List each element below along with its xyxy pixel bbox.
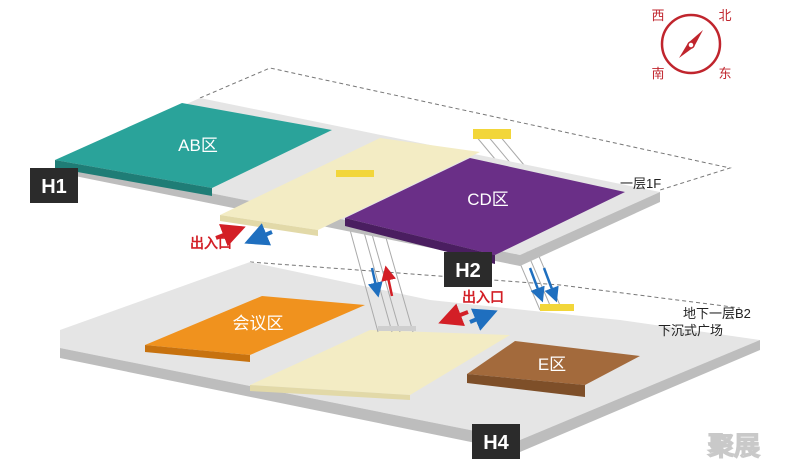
escalator-right-bottom xyxy=(540,304,574,311)
upper-entrance-out-arrow xyxy=(244,223,273,246)
cd-zone-label: CD区 xyxy=(467,190,509,209)
escalator-down-arrow-2 xyxy=(528,267,545,303)
upper-corridor-escalator-pad xyxy=(336,170,374,177)
lower-floor-label-1: 地下一层B2 xyxy=(683,306,751,321)
meeting-zone[interactable] xyxy=(145,296,365,355)
hall-h1-badge[interactable]: H1 xyxy=(30,168,78,203)
hall-h1-label: H1 xyxy=(41,176,67,198)
escalator-down-arrow-1 xyxy=(367,267,383,298)
meeting-zone-label: 会议区 xyxy=(233,314,284,333)
compass-south: 南 xyxy=(651,66,664,81)
lower-floor-label-2: 下沉式广场 xyxy=(658,323,723,338)
upper-floor: AB区 CD区 H1 H2 一层1F 出入口 xyxy=(30,67,732,287)
upper-floor-label: 一层1F xyxy=(620,176,661,191)
hall-h2-label: H2 xyxy=(455,260,481,282)
escalator-center-bottom xyxy=(378,326,416,331)
lower-floor: 会议区 E区 H4 地下一层B2 下沉式广场 出入口 xyxy=(60,261,760,459)
watermark: 聚展 xyxy=(707,431,760,461)
lower-corridor xyxy=(250,330,510,395)
upper-entrance-label: 出入口 xyxy=(190,235,232,251)
ab-zone-label: AB区 xyxy=(178,136,218,155)
compass: 西 北 南 东 xyxy=(651,8,731,81)
e-zone[interactable] xyxy=(467,341,640,385)
compass-north: 北 xyxy=(718,8,731,23)
upper-corridor xyxy=(220,138,480,230)
hall-h2-badge[interactable]: H2 xyxy=(444,252,492,287)
e-zone-label: E区 xyxy=(538,355,566,374)
escalator-top-right-pad xyxy=(473,129,511,139)
escalator-down-arrow-3 xyxy=(542,267,559,303)
compass-east: 东 xyxy=(718,66,731,81)
hall-h4-label: H4 xyxy=(483,432,509,454)
escalator-up-arrow-1 xyxy=(381,265,396,297)
lower-floor-outline xyxy=(249,261,741,309)
ab-zone-edge xyxy=(55,160,212,196)
lower-platform-edge xyxy=(60,340,760,452)
lower-entrance-label: 出入口 xyxy=(462,289,504,305)
upper-floor-outline xyxy=(199,67,732,191)
ab-zone[interactable] xyxy=(55,103,332,188)
hall-h4-badge[interactable]: H4 xyxy=(472,424,520,459)
compass-ring xyxy=(660,13,722,75)
upper-entrance-in-arrow xyxy=(215,223,246,247)
lower-entrance-in-arrow xyxy=(438,303,469,327)
e-zone-edge xyxy=(467,374,585,397)
cd-zone[interactable] xyxy=(345,158,625,255)
lower-corridor-edge xyxy=(250,385,410,400)
meeting-zone-edge xyxy=(145,345,250,362)
lower-entrance-out-arrow xyxy=(469,308,498,331)
compass-west: 西 xyxy=(651,8,664,23)
